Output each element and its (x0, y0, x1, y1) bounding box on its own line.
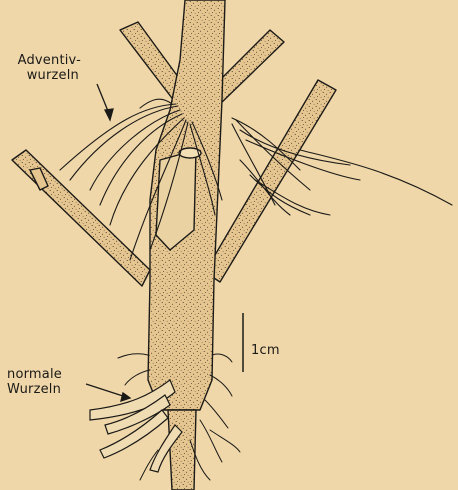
normal-roots-label-line1: normale (7, 367, 62, 382)
adventitious-roots-label: Adventiv- wurzeln (9, 53, 81, 83)
scale-label: 1cm (251, 343, 280, 358)
normal-roots-label: normale Wurzeln (7, 367, 62, 397)
adventitious-roots-label-line2: wurzeln (9, 68, 81, 83)
adventitious-roots-label-line1: Adventiv- (9, 53, 81, 68)
adventitious-roots (60, 99, 452, 260)
normal-roots-label-line2: Wurzeln (7, 382, 62, 397)
